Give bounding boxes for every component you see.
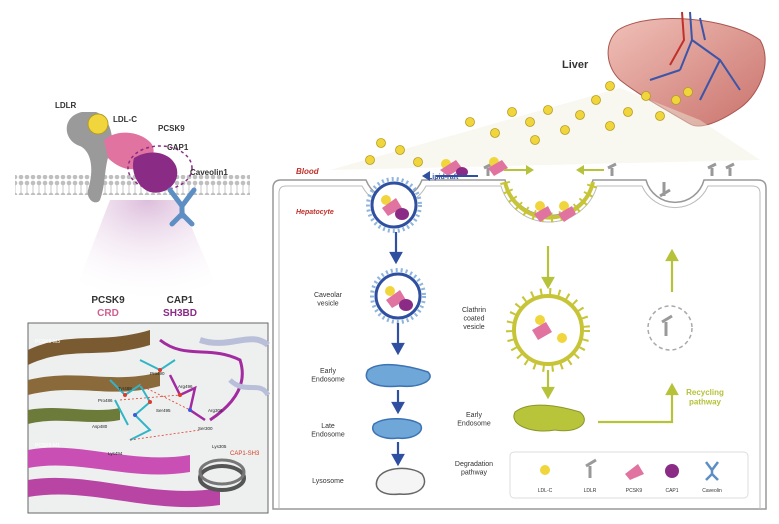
residue-label: Pro490 <box>150 371 165 376</box>
recycling-arrows <box>598 248 679 424</box>
residue-label: Ser495 <box>156 408 171 413</box>
label-cap1: CAP1 <box>167 143 189 152</box>
ldlc-particle <box>87 113 109 135</box>
degradation-arrows <box>389 232 405 467</box>
ldl-particle <box>605 121 615 131</box>
ldl-particle <box>376 138 386 148</box>
label-cap1-sh3: CAP1-SH3 <box>230 451 260 457</box>
label-liver: Liver <box>562 59 589 71</box>
structure-cap1-title: CAP1 <box>167 295 194 306</box>
legend-item-caveolin: Caveolin <box>702 488 722 494</box>
early-endosome-blue <box>365 363 431 388</box>
residue-label: Ser300 <box>198 426 213 431</box>
structure-pcsk9-title: PCSK9 <box>91 295 125 306</box>
ldl-particle <box>525 117 535 127</box>
caveolar-pit <box>366 177 422 233</box>
ldl-particle <box>623 107 633 117</box>
legend-caveolin-icon <box>705 461 719 481</box>
ldl-particle <box>490 128 500 138</box>
structure-panel: PCSK9 CRD CAP1 SH3BD PCSK9-M3 PCSK9-M1 C… <box>27 295 271 514</box>
ldl-particle <box>395 145 405 155</box>
ldl-particle <box>365 155 375 165</box>
legend-pcsk9-icon <box>625 464 644 480</box>
label-pcsk9-m3: PCSK9-M3 <box>35 339 60 345</box>
legend-cap1-icon <box>665 464 679 478</box>
ldl-particle <box>605 81 615 91</box>
membrane-panel: LDLR LDL-C PCSK9 CAP1 Caveolin1 <box>15 101 250 330</box>
liver-projection <box>330 88 760 170</box>
blood-ldl-particles <box>365 81 693 167</box>
ldl-particle <box>465 117 475 127</box>
label-blood: Blood <box>296 167 320 176</box>
legend-ldlr-icon <box>585 458 597 478</box>
ldl-particle <box>655 111 665 121</box>
surface-complex <box>440 157 508 177</box>
cell-panel: Liver Blood Hepatocyte Lipid-raft <box>272 11 767 510</box>
lysosome <box>375 467 426 496</box>
projection-glow <box>60 200 235 330</box>
residue-label: Lys494 <box>108 451 123 456</box>
binding-interface-circle <box>127 145 193 191</box>
ldl-particle <box>575 110 585 120</box>
label-pcsk9-m1: PCSK9-M1 <box>35 443 60 449</box>
structure-sh3bd-title: SH3BD <box>163 308 197 319</box>
label-pcsk9: PCSK9 <box>158 124 185 133</box>
recycling-pit <box>659 182 671 198</box>
legend-item-ldlc: LDL-C <box>538 488 553 494</box>
label-lysosome: Lysosome <box>312 478 344 485</box>
ldl-particle <box>543 105 553 115</box>
residue-label: Arg306 <box>208 408 223 413</box>
legend-item-ldlr: LDLR <box>584 488 597 494</box>
surface-receptors <box>483 162 735 176</box>
residue-label: Pro486 <box>98 398 113 403</box>
ldl-particle <box>507 107 517 117</box>
legend-item-pcsk9: PCSK9 <box>626 488 643 494</box>
clathrin-vesicle <box>506 288 590 372</box>
ldl-particle <box>413 157 423 167</box>
clathrin-pit <box>500 180 598 223</box>
cell-membrane <box>272 179 767 510</box>
legend-icons <box>540 458 719 481</box>
late-endosome-blue <box>371 418 423 440</box>
caveolin-protein <box>167 187 197 227</box>
residue-label: Tyr488 <box>118 386 132 391</box>
label-caveolin1: Caveolin1 <box>190 168 228 177</box>
recycling-vesicle <box>647 305 693 351</box>
label-lipid-raft: Lipid-raft <box>428 174 459 181</box>
residue-label: Lys305 <box>212 444 227 449</box>
ribbon-model <box>28 330 271 508</box>
clathrin-arrows <box>541 246 555 400</box>
structure-crd-title: CRD <box>97 308 119 319</box>
label-ldlc: LDL-C <box>113 115 137 124</box>
label-ldlr: LDLR <box>55 101 77 110</box>
cap1-protein <box>132 152 178 193</box>
liver-vessels <box>649 11 741 101</box>
ldl-particle <box>591 95 601 105</box>
ldl-particle <box>641 91 651 101</box>
label-hepatocyte: Hepatocyte <box>296 209 334 216</box>
ldlr-receptor <box>66 112 113 203</box>
liver-organ <box>607 18 766 127</box>
caveolar-vesicle <box>370 268 426 324</box>
ldl-particle <box>671 95 681 105</box>
residue-label: Asp480 <box>92 424 108 429</box>
lipid-bilayer <box>15 175 250 195</box>
early-endosome-green <box>513 404 585 432</box>
ldl-particle <box>530 135 540 145</box>
ldl-particle <box>683 87 693 97</box>
legend-ldlc-icon <box>540 465 550 475</box>
legend-item-cap1: CAP1 <box>665 488 678 494</box>
residue-label: Arg496 <box>178 384 193 389</box>
ldl-particle <box>560 125 570 135</box>
